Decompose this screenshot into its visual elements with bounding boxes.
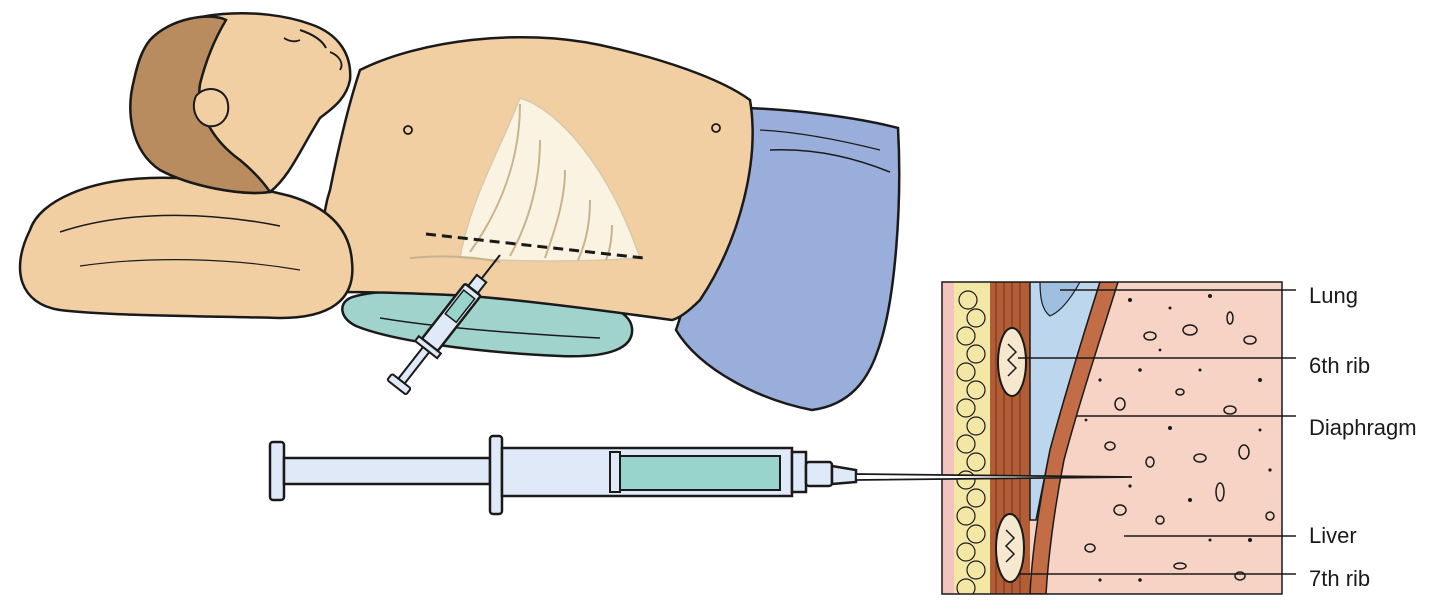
inserted-syringe	[386, 254, 501, 395]
label-lung: Lung	[1309, 283, 1358, 308]
patient-illustration	[18, 12, 901, 412]
label-liver: Liver	[1309, 523, 1357, 548]
arm-shape	[18, 176, 354, 320]
diaphragm-layer	[1029, 282, 1119, 594]
syringe-icon	[268, 434, 1133, 516]
label-7th-rib: 7th rib	[1309, 566, 1371, 591]
label-leader-lines	[1018, 289, 1296, 575]
label-6th-rib: 6th rib	[1309, 353, 1371, 378]
ear-shape	[192, 88, 230, 128]
chest-wall-cross-section	[941, 281, 1296, 595]
needle-shape	[855, 473, 1133, 481]
label-diaphragm: Diaphragm	[1309, 415, 1417, 440]
rib-cage	[409, 97, 642, 263]
rib-7-shape	[995, 513, 1025, 583]
rib-6-shape	[997, 327, 1027, 397]
insertion-guide-line	[425, 232, 645, 260]
